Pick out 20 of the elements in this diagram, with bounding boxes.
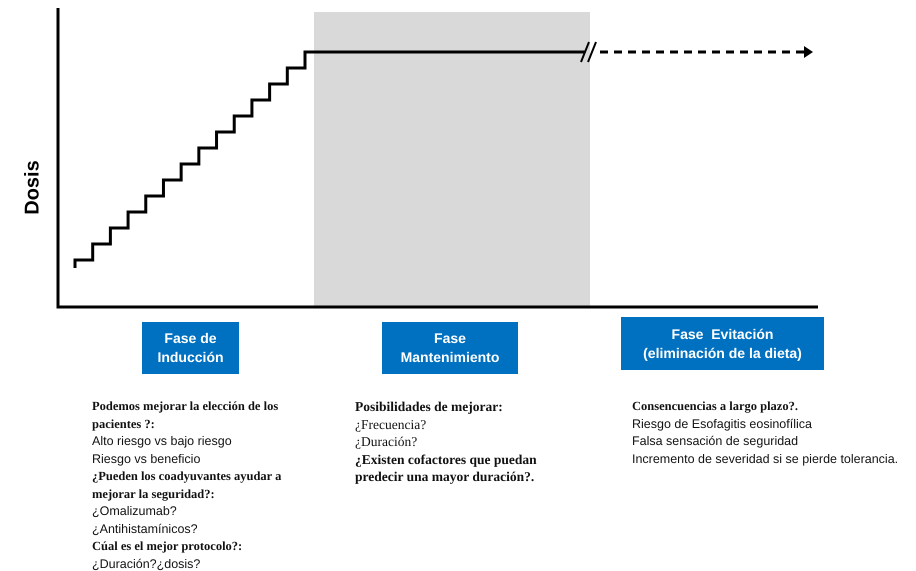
- note-text: ¿Duración?¿dosis?: [92, 556, 202, 571]
- note-text: Riesgo vs beneficio: [92, 450, 202, 468]
- note-text: ¿Duración?: [355, 433, 418, 450]
- note-text: Riesgo de Esofagitis eosinofílica: [632, 416, 813, 433]
- note-text: Posibilidades de mejorar:: [355, 398, 504, 416]
- phase-box: Fase de Inducción: [142, 322, 239, 374]
- phase-box: Fase Mantenimiento: [382, 322, 518, 374]
- phase-box: Fase Evitación (eliminación de la dieta): [621, 317, 824, 370]
- note-text: Falsa sensación de seguridad: [632, 433, 800, 450]
- note-text: Consencuencias a largo plazo?.: [632, 398, 799, 415]
- note-text: ¿Omalizumab?: [92, 503, 178, 520]
- note-text: ¿Antihistamínicos?: [92, 520, 199, 538]
- note-text: Incremento de severidad si se pierde tolerancia.: [632, 450, 900, 468]
- axis-title: Dosis: [22, 160, 45, 215]
- note-text: ¿Frecuencia?: [355, 416, 428, 433]
- note-text: Podemos mejorar la elección de los pacientes ?:: [92, 398, 280, 433]
- note-text: Cúal es el mejor protocolo?:: [92, 538, 244, 555]
- note-text: ¿Existen cofactores que puedan predecir una mayor duración?.: [355, 450, 538, 486]
- note-text: ¿Pueden los coadyuvantes ayudar a mejorar la seguridad?:: [92, 468, 282, 503]
- note-text: Alto riesgo vs bajo riesgo: [92, 433, 233, 450]
